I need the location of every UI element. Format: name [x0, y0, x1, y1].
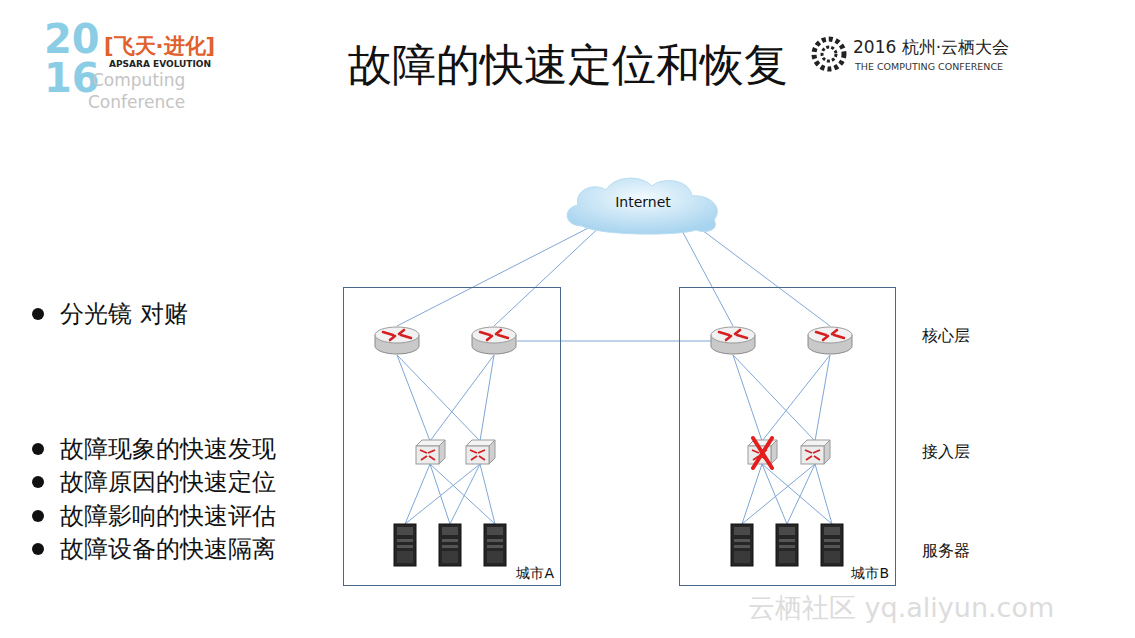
bullet-text: 分光镜 对赌 [60, 298, 188, 330]
network-link [733, 355, 815, 441]
bullet-text: 故障现象的快速发现 [60, 433, 276, 465]
city-region: 城市A [343, 287, 561, 586]
bullet-text: 故障影响的快速评估 [60, 500, 276, 532]
network-link [762, 355, 830, 441]
logo-title: [飞天·进化] [104, 32, 215, 60]
bullet-text: 故障原因的快速定位 [60, 466, 276, 498]
city-region: 城市B [679, 287, 896, 586]
network-link [397, 355, 430, 441]
logo-text: Conference [88, 92, 185, 112]
logo-text: Computing [92, 70, 185, 90]
network-link [405, 464, 480, 524]
network-link [762, 464, 787, 524]
network-link [430, 355, 494, 441]
layer-label: 核心层 [922, 326, 970, 347]
network-link [742, 464, 762, 524]
logo-subtitle: APSARA EVOLUTION [109, 59, 211, 69]
cloud-label: Internet [615, 194, 671, 210]
logo-year: 2016 [44, 20, 100, 98]
network-link [450, 464, 480, 524]
network-link [397, 355, 480, 441]
network-link [787, 464, 815, 524]
network-link [815, 355, 830, 441]
network-link [430, 464, 495, 524]
conference-subtitle: THE COMPUTING CONFERENCE [855, 61, 1003, 72]
layer-label: 接入层 [922, 442, 970, 463]
network-link [742, 464, 815, 524]
city-label: 城市A [516, 565, 554, 583]
network-link [405, 464, 430, 524]
network-link [480, 355, 494, 441]
bullet-text: 故障设备的快速隔离 [60, 533, 276, 565]
city-label: 城市B [851, 565, 889, 583]
network-link [815, 464, 832, 524]
watermark: 云栖社区 yq.aliyun.com [748, 590, 1054, 626]
internet-cloud: Internet [560, 174, 726, 236]
layer-label: 服务器 [922, 541, 970, 562]
network-link [733, 355, 762, 441]
conference-name: 2016 杭州·云栖大会 [853, 36, 1009, 59]
network-link [762, 464, 832, 524]
network-link [480, 464, 495, 524]
